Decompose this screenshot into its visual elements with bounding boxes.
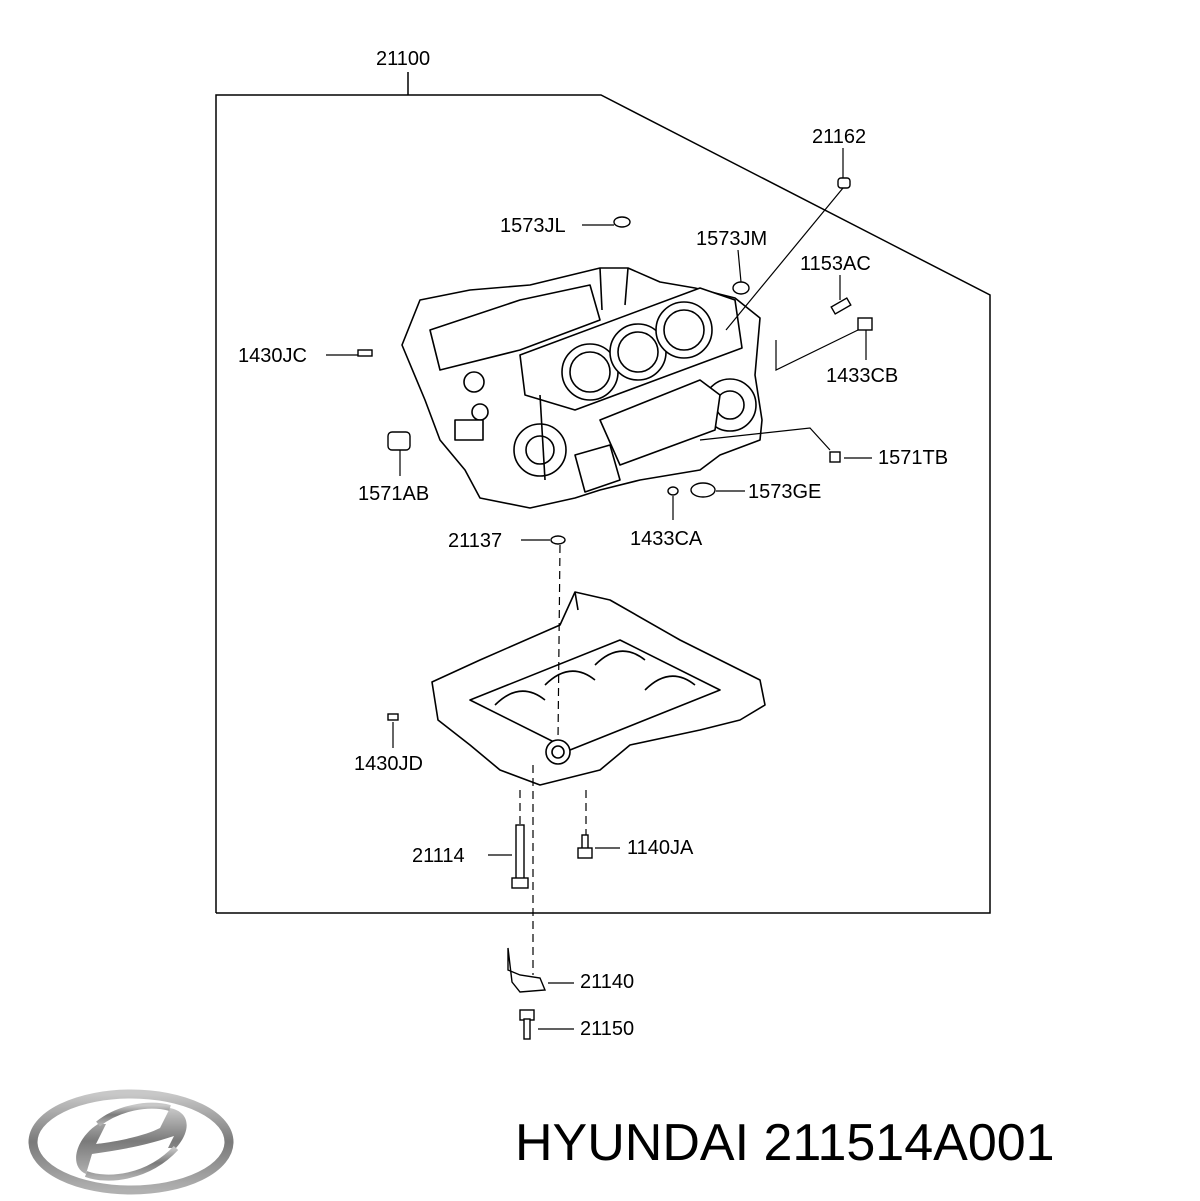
leader-lines xyxy=(326,148,872,1030)
part-title: HYUNDAI 211514A001 xyxy=(515,1108,1195,1178)
callout-1430JC: 1430JC xyxy=(238,345,307,367)
hyundai-logo-icon xyxy=(28,1088,234,1196)
callout-1433CA: 1433CA xyxy=(630,528,703,550)
part-number: 211514A001 xyxy=(763,1114,1055,1172)
callout-1430JD: 1430JD xyxy=(354,753,423,775)
callout-21114: 21114 xyxy=(412,845,465,867)
callout-1571TB: 1571TB xyxy=(878,447,948,469)
callout-1573JL: 1573JL xyxy=(500,215,566,237)
callout-21137: 21137 xyxy=(448,530,502,552)
callout-1140JA: 1140JA xyxy=(627,837,694,859)
callout-1573GE: 1573GE xyxy=(748,481,821,503)
callout-21140: 21140 xyxy=(580,971,634,993)
brand-name: HYUNDAI xyxy=(515,1114,750,1172)
callout-21162: 21162 xyxy=(812,126,866,148)
small-parts xyxy=(357,177,873,1040)
callout-1573JM: 1573JM xyxy=(696,228,767,250)
assembly-boundary xyxy=(215,72,991,914)
assembly-label: 21100 xyxy=(376,48,430,70)
callout-1153AC: 1153AC xyxy=(800,253,871,275)
cylinder-block-upper xyxy=(401,267,763,509)
callout-21150: 21150 xyxy=(580,1018,634,1040)
callout-labels: 21162 1573JL 1573JM 1153AC 1430JC 1433CB… xyxy=(238,126,948,1040)
callout-1433CB: 1433CB xyxy=(826,365,898,387)
callout-1571AB: 1571AB xyxy=(358,483,429,505)
lower-crankcase xyxy=(431,591,766,786)
